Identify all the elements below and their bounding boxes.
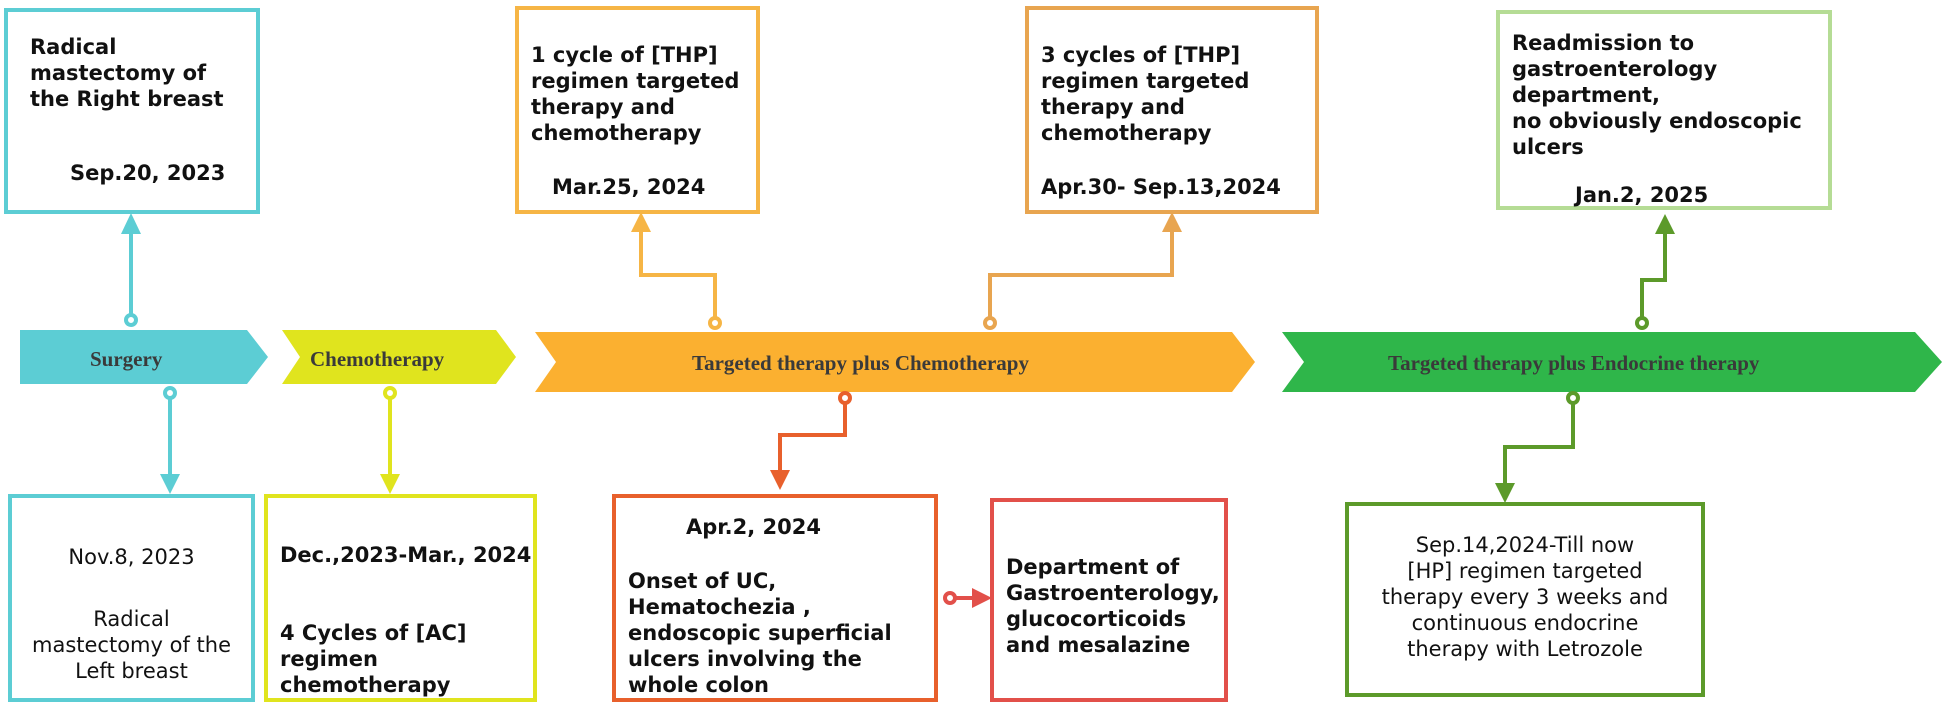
event-text-line: Department of xyxy=(1006,555,1180,579)
event-date: Mar.25, 2024 xyxy=(552,175,706,199)
phase-arrow-chemotherapy xyxy=(282,330,516,384)
event-date: Jan.2, 2025 xyxy=(1575,183,1709,207)
event-text-line: and mesalazine xyxy=(1006,633,1191,657)
event-text-line: department, xyxy=(1512,83,1660,107)
event-text-line: chemotherapy xyxy=(280,673,451,697)
event-text-line: endoscopic superficial xyxy=(628,621,892,645)
event-text-line: [HP] regimen targeted xyxy=(1407,559,1643,583)
event-box-gastro-dept: Department of Gastroenterology, glucocor… xyxy=(990,498,1228,702)
connector-chemo-down xyxy=(380,386,400,494)
connector-hp-down xyxy=(1495,391,1580,503)
event-date: Dec.,2023-Mar., 2024 xyxy=(280,543,532,567)
event-text-line: Radical xyxy=(30,35,117,59)
phase-label-targeted-chemo: Targeted therapy plus Chemotherapy xyxy=(692,351,1029,375)
event-date: Sep.20, 2023 xyxy=(70,161,226,185)
event-box-hp-regimen: Sep.14,2024-Till now [HP] regimen target… xyxy=(1345,502,1705,697)
phase-label-chemotherapy: Chemotherapy xyxy=(310,347,445,371)
phase-arrow-targeted-chemo xyxy=(535,332,1255,392)
event-text-line: whole colon xyxy=(628,673,769,697)
event-date: Apr.2, 2024 xyxy=(686,515,821,539)
event-text-line: Readmission to xyxy=(1512,31,1695,55)
event-date: Apr.30- Sep.13,2024 xyxy=(1041,175,1281,199)
event-text-line: 1 cycle of [THP] xyxy=(531,43,718,67)
event-box-surgery-right: Radical mastectomy of the Right breast S… xyxy=(4,8,260,214)
event-text-line: therapy every 3 weeks and xyxy=(1381,585,1669,609)
connector-thp3-up xyxy=(983,212,1182,330)
event-text-line: mastectomy of xyxy=(30,61,207,85)
event-text-line: gastroenterology xyxy=(1512,57,1718,81)
connector-surgery-down xyxy=(160,386,180,494)
event-box-surgery-left: Nov.8, 2023 Radical mastectomy of the Le… xyxy=(8,494,255,702)
event-text-line: no obviously endoscopic xyxy=(1512,109,1802,133)
event-text-line: continuous endocrine xyxy=(1411,611,1639,635)
event-text-line: chemotherapy xyxy=(531,121,702,145)
connector-surgery-up xyxy=(121,213,141,327)
event-text-line: Radical xyxy=(93,607,170,631)
event-text-line: 4 Cycles of [AC] xyxy=(280,621,467,645)
event-box-thp-1: 1 cycle of [THP] regimen targeted therap… xyxy=(515,6,760,214)
event-text-line: glucocorticoids xyxy=(1006,607,1187,631)
event-text-line: therapy and xyxy=(531,95,675,119)
event-text-line: mastectomy of the xyxy=(32,633,231,657)
phase-label-targeted-endocrine: Targeted therapy plus Endocrine therapy xyxy=(1388,351,1760,375)
phase-arrow-targeted-endocrine xyxy=(1282,332,1942,392)
connector-uc-gastro xyxy=(943,588,992,608)
event-box-readmission: Readmission to gastroenterology departme… xyxy=(1496,10,1832,210)
event-text-line: chemotherapy xyxy=(1041,121,1212,145)
event-text-line: therapy and xyxy=(1041,95,1185,119)
event-text-line: ulcers involving the xyxy=(628,647,862,671)
connector-thp1-up xyxy=(631,212,722,330)
phase-arrow-surgery xyxy=(20,330,268,384)
connector-readmission-up xyxy=(1635,214,1675,330)
event-box-chemo-ac: Dec.,2023-Mar., 2024 4 Cycles of [AC] re… xyxy=(264,494,537,702)
phase-label-surgery: Surgery xyxy=(90,347,163,371)
event-text-line: Onset of UC, xyxy=(628,569,777,593)
event-text-line: therapy with Letrozole xyxy=(1407,637,1643,661)
event-text-line: ulcers xyxy=(1512,135,1584,159)
event-text-line: Hematochezia , xyxy=(628,595,811,619)
connector-uc-down xyxy=(770,391,852,490)
event-text-line: Sep.14,2024-Till now xyxy=(1415,533,1635,557)
event-box-uc-onset: Apr.2, 2024 Onset of UC, Hematochezia , … xyxy=(612,494,938,702)
event-text-line: regimen targeted xyxy=(1041,69,1250,93)
event-text-line: Gastroenterology, xyxy=(1006,581,1220,605)
event-text-line: the Right breast xyxy=(30,87,224,111)
event-text-line: regimen targeted xyxy=(531,69,740,93)
event-box-thp-3: 3 cycles of [THP] regimen targeted thera… xyxy=(1025,6,1319,214)
event-text-line: 3 cycles of [THP] xyxy=(1041,43,1241,67)
event-text-line: regimen xyxy=(280,647,378,671)
event-date: Nov.8, 2023 xyxy=(68,545,195,569)
event-text-line: Left breast xyxy=(75,659,188,683)
